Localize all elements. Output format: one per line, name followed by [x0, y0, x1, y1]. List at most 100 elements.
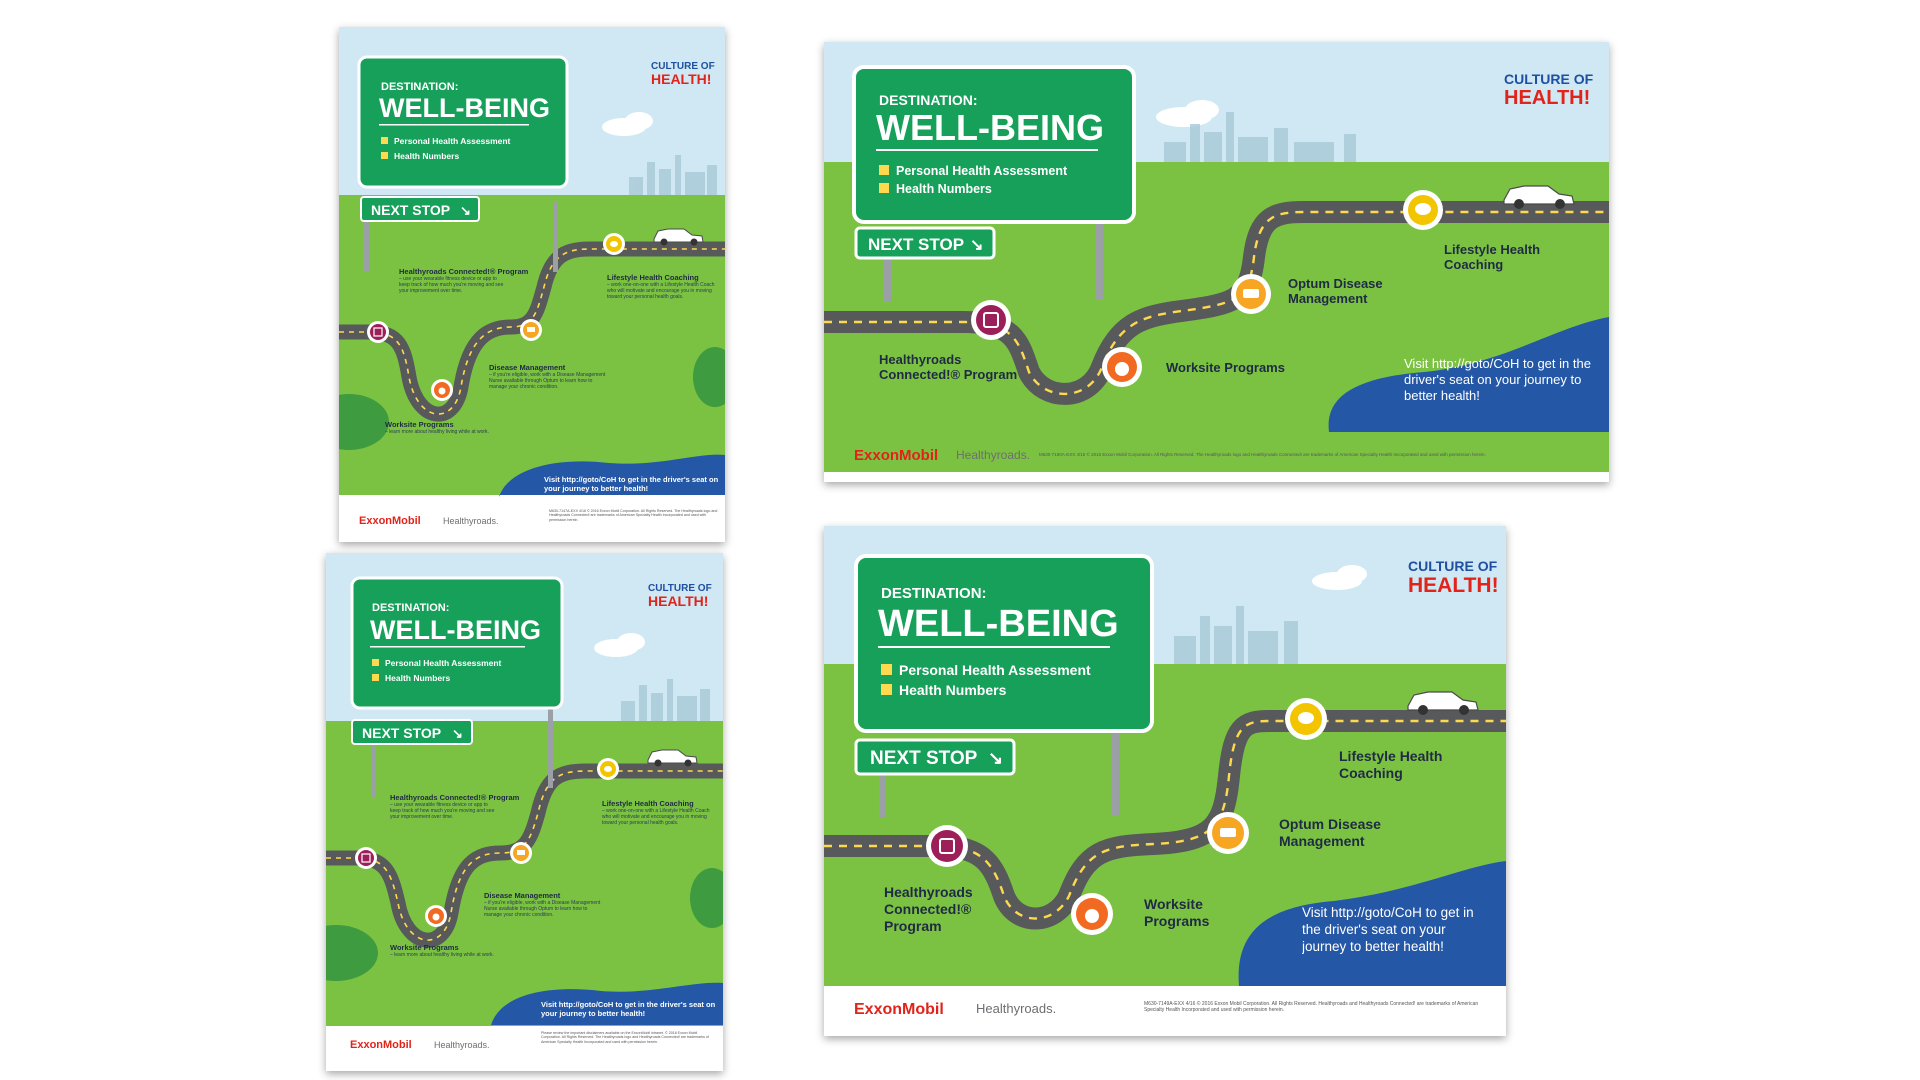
- poster-svg: DESTINATION: WELL-BEING Personal Health …: [339, 27, 725, 542]
- stop-marker-chat-bubble-icon: [1285, 698, 1327, 740]
- stop-title: Worksite Programs: [1166, 360, 1285, 375]
- healthyroads-logo: Healthyroads.: [443, 516, 499, 526]
- culture-of-health-logo: HEALTH!: [648, 593, 708, 609]
- next-stop-sign: [351, 719, 473, 745]
- stop-marker-watch-icon: [971, 300, 1011, 340]
- city-skyline: [621, 679, 710, 725]
- sign-title-big: WELL-BEING: [876, 107, 1104, 148]
- checkbox-icon: [879, 165, 889, 175]
- stop-title: Healthyroads Connected!® Program: [884, 884, 973, 934]
- stop-title: Lifestyle Health Coaching: [602, 799, 694, 808]
- road-dashes: [326, 770, 723, 941]
- stop-marker-watch-icon: [926, 825, 968, 867]
- next-stop-sign: [360, 196, 480, 222]
- sign-post: [1096, 212, 1103, 300]
- stop-marker-apple-icon: [1071, 893, 1113, 935]
- sign-post: [879, 756, 886, 818]
- cloud: [594, 633, 645, 657]
- sign-title-big: WELL-BEING: [370, 615, 541, 645]
- stop-desc: – work one-on-one with a Lifestyle Healt…: [607, 282, 715, 300]
- arrow-down-right-icon: ↘: [452, 726, 463, 741]
- road-dashes: [824, 719, 1506, 920]
- next-stop-label: NEXT STOP: [371, 202, 450, 218]
- car-icon: [653, 228, 704, 246]
- sign-board: [357, 55, 569, 189]
- tree: [690, 868, 723, 928]
- stop-marker-apple-icon: [431, 379, 453, 401]
- stop-title: Lifestyle Health Coaching: [607, 273, 699, 282]
- culture-of-health-logo: CULTURE OF: [1504, 71, 1594, 87]
- tree: [339, 394, 389, 450]
- next-stop-sign: [854, 738, 1016, 776]
- sign-title-big: WELL-BEING: [379, 93, 550, 123]
- lake: [499, 454, 725, 497]
- sign-item: Health Numbers: [394, 151, 459, 161]
- road-dashes: [824, 210, 1609, 396]
- stop-title: Optum Disease Management: [1288, 276, 1383, 306]
- poster-portrait-bottom: DESTINATION: WELL-BEING Personal Health …: [326, 553, 723, 1071]
- stop-marker-apple-icon: [425, 905, 447, 927]
- stop-marker-nurse-cap-icon: [1207, 812, 1249, 854]
- car-icon: [1503, 185, 1575, 209]
- sign-item: Personal Health Assessment: [385, 658, 502, 668]
- checkbox-icon: [372, 659, 379, 666]
- stop-desc: – learn more about healthy living while …: [390, 952, 494, 958]
- exxonmobil-logo: ExxonMobil: [854, 1001, 944, 1018]
- tree: [326, 925, 378, 981]
- stop-title: Worksite Programs: [1144, 896, 1210, 929]
- stop-marker-apple-icon: [1102, 347, 1142, 387]
- sign-post: [1112, 726, 1119, 816]
- stop-title: Healthyroads Connected!® Program: [390, 793, 520, 802]
- stop-marker-watch-icon: [367, 321, 389, 343]
- stop-desc: – if you're eligible, work with a Diseas…: [489, 372, 606, 390]
- sign-item: Personal Health Assessment: [899, 662, 1091, 678]
- stop-marker-chat-bubble-icon: [597, 758, 619, 780]
- stop-title: Disease Management: [484, 891, 561, 900]
- legal-text: M630-7150A-EXX 4/16 © 2016 Exxon Mobil C…: [1039, 452, 1486, 457]
- stop-title: Disease Management: [489, 363, 566, 372]
- legal-text: M630-7147A-EXX 4/16 © 2016 Exxon Mobil C…: [549, 509, 718, 522]
- stop-marker-watch-icon: [355, 847, 377, 869]
- checkbox-icon: [881, 664, 892, 675]
- stop-marker-nurse-cap-icon: [520, 319, 542, 341]
- sign-title-small: DESTINATION:: [372, 602, 449, 614]
- car-icon: [647, 749, 698, 767]
- culture-of-health-logo: CULTURE OF: [648, 583, 712, 594]
- sign-item: Personal Health Assessment: [394, 136, 511, 146]
- arrow-down-right-icon: ↘: [460, 203, 471, 218]
- cta-text: Visit http://goto/CoH to get in the driv…: [1404, 356, 1591, 403]
- cloud: [1312, 565, 1367, 590]
- checkbox-icon: [381, 137, 388, 144]
- cta-text: Visit http://goto/CoH to get in the driv…: [544, 475, 719, 493]
- stop-title: Worksite Programs: [385, 420, 454, 429]
- sign-post: [371, 728, 376, 798]
- arrow-down-right-icon: ↘: [988, 748, 1003, 768]
- city-skyline: [629, 155, 717, 199]
- stop-desc: – use your wearable fitness device or ap…: [390, 802, 495, 820]
- lake: [491, 982, 723, 1025]
- stop-desc: – work one-on-one with a Lifestyle Healt…: [602, 808, 710, 826]
- stop-title: Healthyroads Connected!® Program: [879, 352, 1018, 382]
- next-stop-label: NEXT STOP: [870, 748, 978, 769]
- stop-desc: – learn more about healthy living while …: [385, 429, 489, 435]
- checkbox-icon: [879, 183, 889, 193]
- sign-title-big: WELL-BEING: [878, 603, 1119, 645]
- healthyroads-logo: Healthyroads.: [956, 448, 1030, 462]
- poster-svg: DESTINATION: WELL-BEING Personal Health …: [824, 526, 1506, 1036]
- poster-svg: DESTINATION: WELL-BEING Personal Health …: [326, 553, 723, 1071]
- sign-post: [548, 708, 553, 788]
- car-icon: [1407, 691, 1479, 715]
- cta-text: Visit http://goto/CoH to get in the driv…: [1302, 905, 1474, 954]
- stop-title: Lifestyle Health Coaching: [1444, 242, 1541, 272]
- culture-of-health-logo: HEALTH!: [651, 71, 711, 87]
- sign-item: Health Numbers: [385, 673, 450, 683]
- sign-title-small: DESTINATION:: [881, 585, 987, 602]
- sign-item: Health Numbers: [899, 682, 1007, 698]
- stop-title: Worksite Programs: [390, 943, 459, 952]
- exxonmobil-logo: ExxonMobil: [854, 447, 938, 464]
- lake: [1238, 861, 1506, 986]
- culture-of-health-logo: CULTURE OF: [1408, 558, 1498, 574]
- city-skyline: [1174, 606, 1298, 666]
- stop-title: Lifestyle Health Coaching: [1339, 748, 1443, 781]
- poster-medium: DESTINATION: WELL-BEING Personal Health …: [824, 526, 1506, 1036]
